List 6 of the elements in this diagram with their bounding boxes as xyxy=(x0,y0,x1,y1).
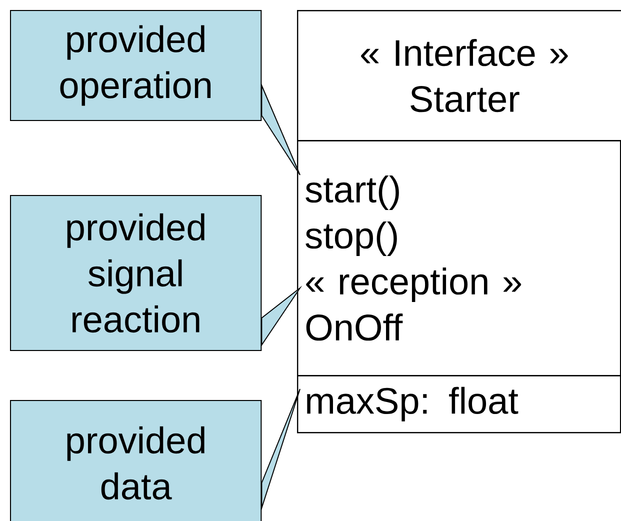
callout-box: provided signal reaction xyxy=(10,195,262,351)
class-name-compartment: « Interface » Starter xyxy=(297,10,621,142)
callout-box: provided operation xyxy=(10,10,262,121)
callout-tail xyxy=(261,83,300,176)
operations-compartment: start() stop() « reception » OnOff xyxy=(297,140,621,376)
attributes-compartment: maxSp: float xyxy=(297,375,621,434)
